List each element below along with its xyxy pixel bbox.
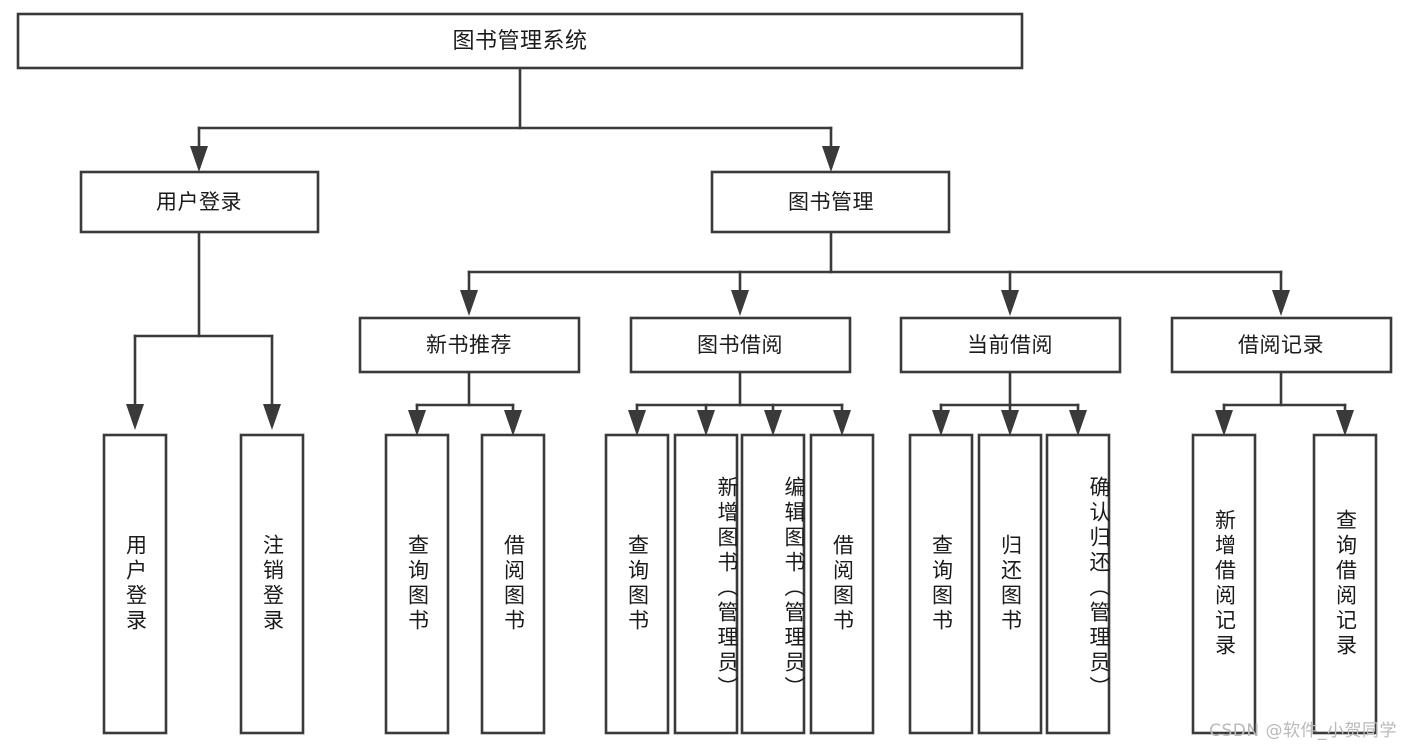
arrow-book-borrow-to-leaf-4: [833, 410, 851, 436]
leaf-current-borrow-1[interactable]: [908, 433, 974, 735]
leaf-new-book-1[interactable]: [384, 433, 450, 735]
arrow-borrow-record-to-leaf-1: [1215, 410, 1233, 436]
arrow-current-borrow-to-leaf-1: [932, 410, 950, 436]
node-new-book-recommend[interactable]: [358, 316, 581, 374]
arrow-book-borrow-to-leaf-3: [764, 410, 782, 436]
arrow-root-to-book-manage: [822, 146, 840, 172]
arrow-book-borrow-to-leaf-2: [697, 410, 715, 436]
watermark-text: CSDN @软件_小贺同学: [1209, 721, 1397, 741]
connector-group-current-borrow: [939, 370, 1080, 414]
connector-group-book-borrow: [635, 370, 844, 414]
node-borrow-record[interactable]: [1170, 316, 1393, 374]
leaf-book-borrow-4[interactable]: [809, 433, 875, 735]
arrow-current-borrow-to-leaf-2: [1001, 410, 1019, 436]
node-user-login-label: 用户登录: [156, 190, 242, 214]
leaf-current-borrow-3[interactable]: [1045, 433, 1111, 735]
connector-group-borrow-record: [1222, 370, 1347, 414]
node-new-book-recommend-label: 新书推荐: [426, 333, 512, 357]
connector-group-user-login: [133, 230, 274, 406]
connector-group-book-manage: [467, 230, 1283, 292]
arrow-book-manage-to-borrow: [731, 290, 749, 316]
leaf-book-borrow-3[interactable]: [740, 433, 806, 735]
connector-group-root: [197, 66, 833, 148]
arrow-book-borrow-to-leaf-1: [628, 410, 646, 436]
node-book-management-label: 图书管理: [788, 190, 874, 214]
node-book-borrow[interactable]: [629, 316, 852, 374]
leaf-book-borrow-2[interactable]: [673, 433, 739, 735]
node-book-management[interactable]: [710, 170, 951, 234]
node-current-borrow-label: 当前借阅: [967, 333, 1053, 357]
arrow-book-manage-to-record: [1272, 290, 1290, 316]
arrow-root-to-user-login: [190, 146, 208, 172]
connector-group-new-book: [415, 370, 515, 414]
leaf-borrow-record-1[interactable]: [1191, 433, 1257, 735]
arrow-book-manage-to-new-book: [460, 290, 478, 316]
leaf-book-borrow-1[interactable]: [604, 433, 670, 735]
leaf-borrow-record-2[interactable]: [1312, 433, 1378, 735]
node-book-borrow-label: 图书借阅: [697, 333, 783, 357]
arrow-new-book-to-leaf-2: [504, 410, 522, 436]
arrow-user-login-to-leaf-1: [126, 404, 144, 430]
arrow-borrow-record-to-leaf-2: [1336, 410, 1354, 436]
leaf-current-borrow-2[interactable]: [977, 433, 1043, 735]
arrow-book-manage-to-current: [1001, 290, 1019, 316]
node-user-login[interactable]: [79, 170, 320, 234]
node-root-label: 图书管理系统: [452, 29, 587, 54]
arrow-current-borrow-to-leaf-3: [1069, 410, 1087, 436]
leaf-new-book-2[interactable]: [480, 433, 546, 735]
node-root-book-management-system[interactable]: [16, 12, 1024, 70]
arrow-user-login-to-leaf-2: [263, 404, 281, 430]
node-current-borrow[interactable]: [899, 316, 1122, 374]
leaf-user-login-1[interactable]: [102, 433, 168, 735]
node-borrow-record-label: 借阅记录: [1238, 333, 1324, 357]
arrow-new-book-to-leaf-1: [408, 410, 426, 436]
leaf-user-login-2[interactable]: [239, 433, 305, 735]
